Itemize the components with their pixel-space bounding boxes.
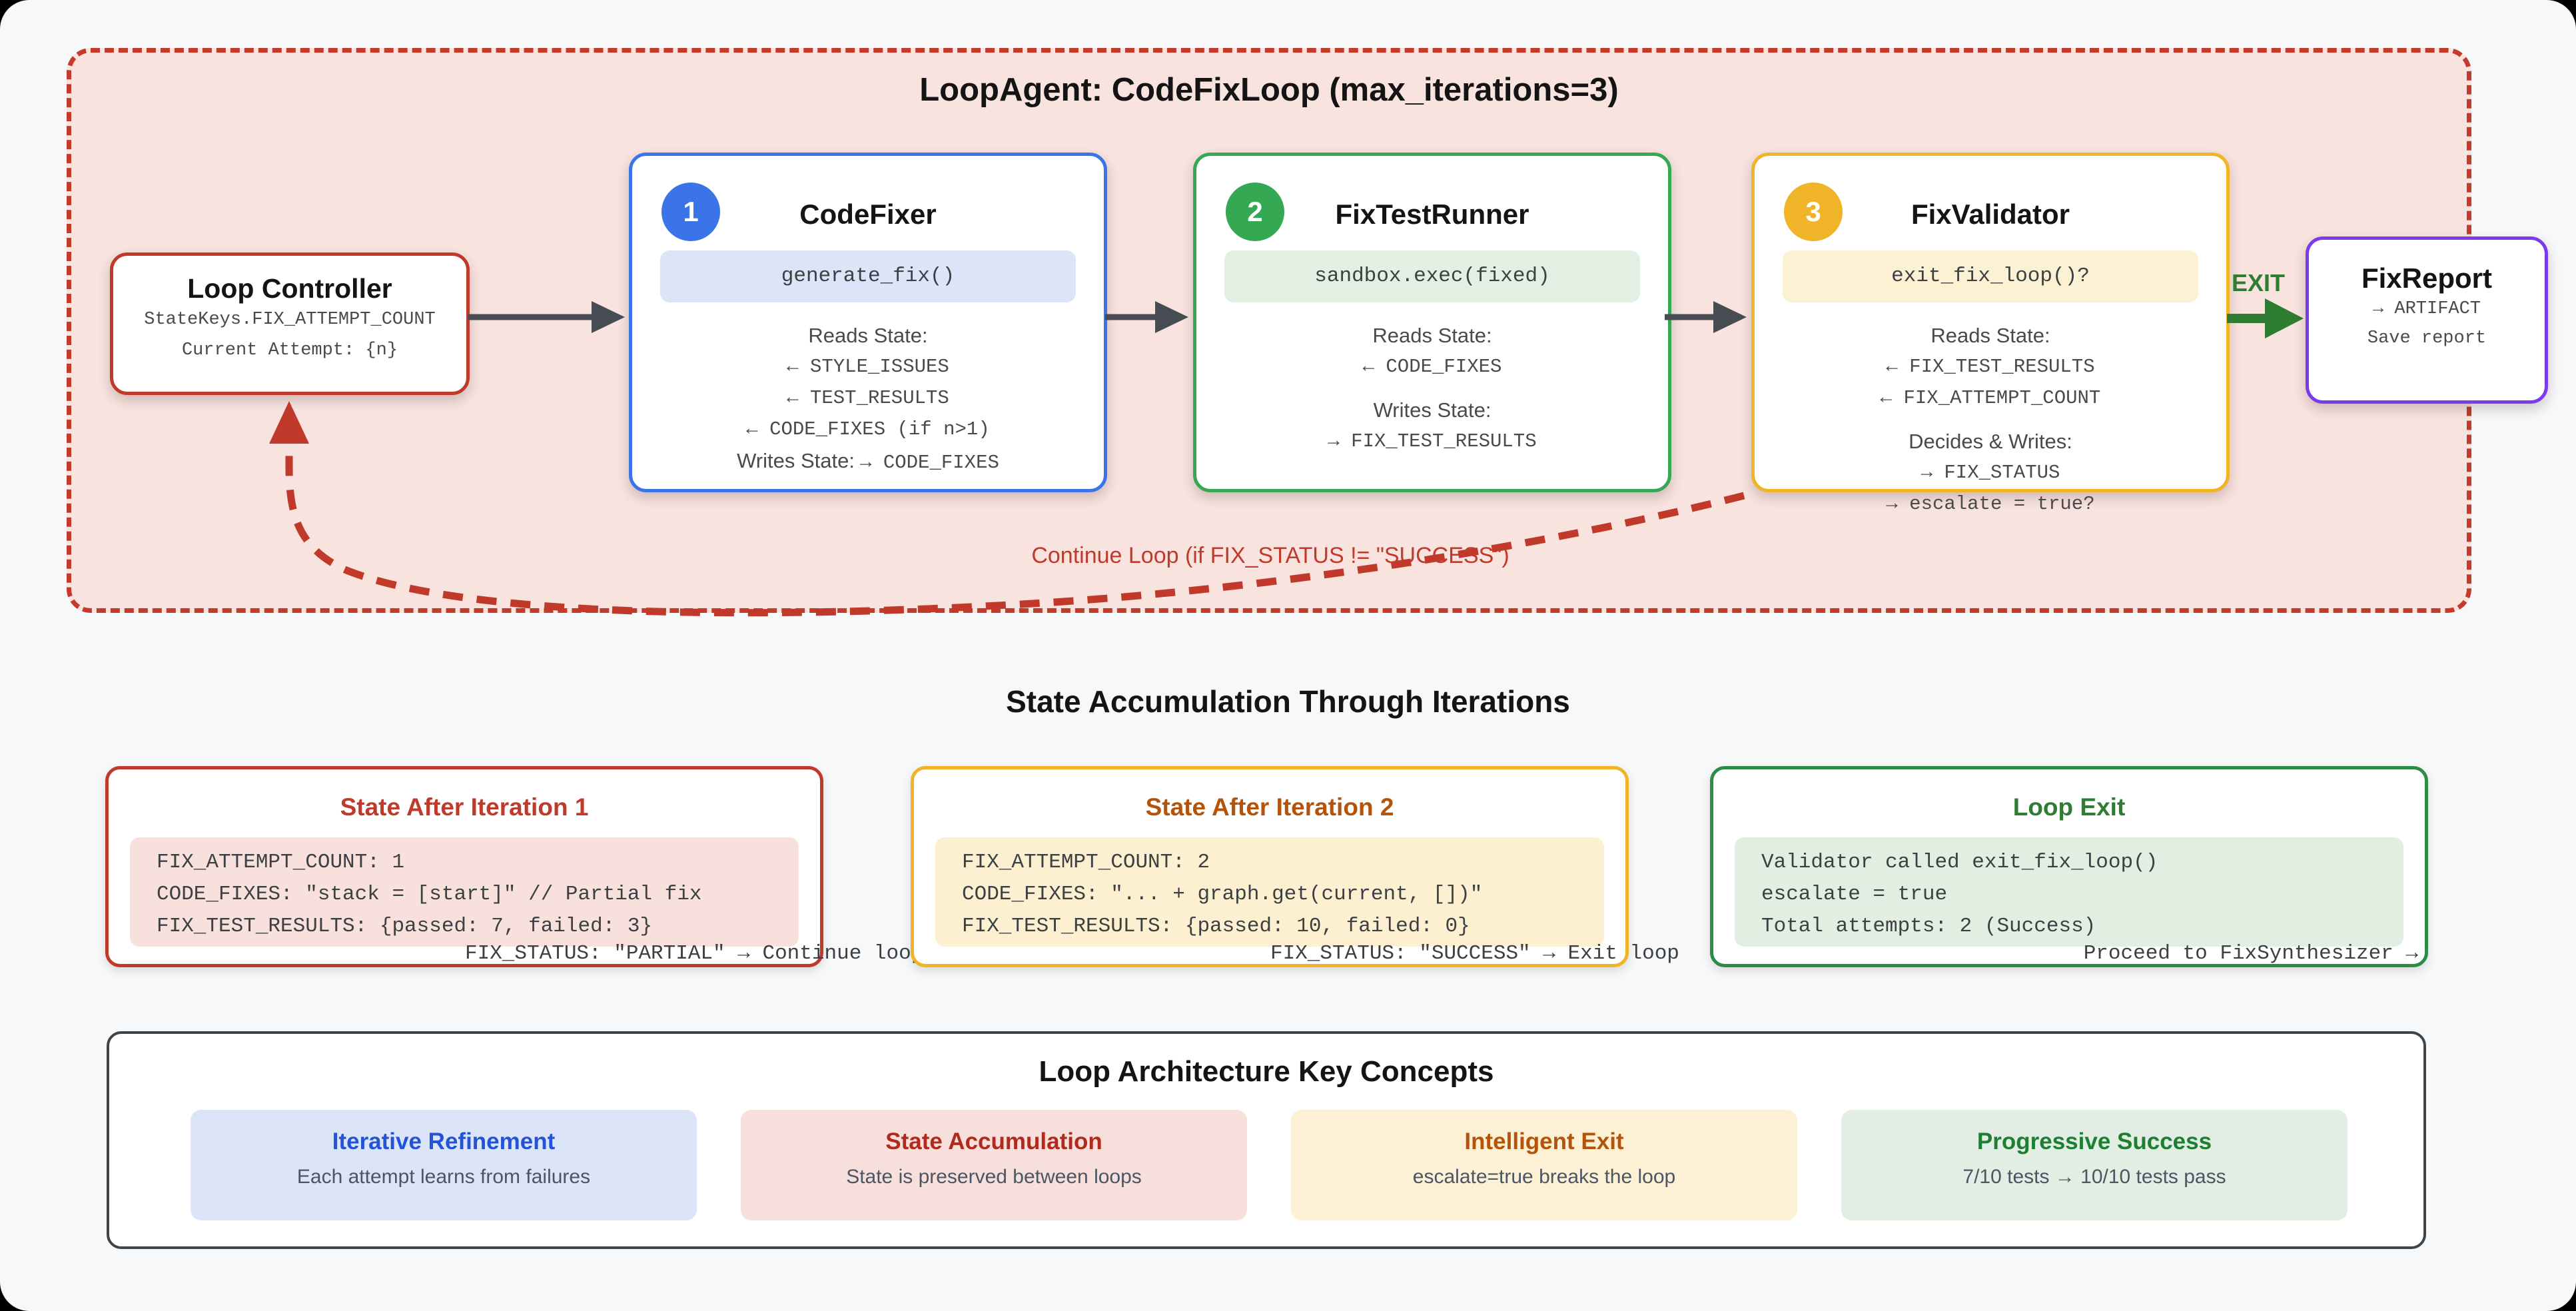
agent-title-codefixer: CodeFixer (799, 199, 937, 230)
state-line: FIX_ATTEMPT_COUNT: 2 (962, 851, 1210, 874)
agent-node-fixvalidator: 3 FixValidator exit_fix_loop()? Reads St… (1751, 153, 2230, 515)
state-line: Validator called exit_fix_loop() (1761, 851, 2158, 874)
concept-iterative-refinement: Iterative Refinement Each attempt learns… (191, 1110, 697, 1220)
concept-title: Iterative Refinement (332, 1128, 556, 1154)
state-line: FIX_TEST_RESULTS: {passed: 10, failed: 0… (962, 915, 1470, 938)
loop-controller-attempt: Current Attempt: {n} (181, 340, 398, 360)
step-badge-2: 2 (1226, 183, 1284, 241)
reads-item: ← FIX_ATTEMPT_COUNT (1880, 387, 2101, 409)
writes-label: Writes State: (737, 449, 855, 472)
state-card-title: State After Iteration 1 (340, 793, 589, 821)
state-status-line: FIX_STATUS: "PARTIAL" → Continue loop (465, 942, 924, 965)
state-line: FIX_ATTEMPT_COUNT: 1 (157, 851, 405, 874)
state-card-iteration-2: State After Iteration 2 FIX_ATTEMPT_COUN… (911, 766, 1679, 967)
state-card-title: State After Iteration 2 (1145, 793, 1394, 821)
concept-desc: State is preserved between loops (846, 1166, 1142, 1188)
state-card-title: Loop Exit (2012, 793, 2126, 821)
state-line: Total attempts: 2 (Success) (1761, 915, 2096, 938)
state-card-iteration-1: State After Iteration 1 FIX_ATTEMPT_COUN… (105, 766, 923, 967)
writes-inline: Writes State: → CODE_FIXES (632, 445, 1104, 478)
continue-loop-label: Continue Loop (if FIX_STATUS != "SUCCESS… (1031, 543, 1509, 568)
concept-title: State Accumulation (885, 1128, 1102, 1154)
state-section-heading: State Accumulation Through Iterations (1006, 684, 1570, 719)
writes-label: Writes State: (1373, 398, 1492, 422)
agent-title-fixtestrunner: FixTestRunner (1335, 199, 1529, 230)
concept-desc: Each attempt learns from failures (296, 1166, 591, 1188)
concept-intelligent-exit: Intelligent Exit escalate=true breaks th… (1291, 1110, 1797, 1220)
key-concepts-row: Iterative Refinement Each attempt learns… (191, 1110, 2348, 1220)
fixreport-save: Save report (2367, 328, 2487, 348)
agent-code-codefixer: generate_fix() (660, 250, 1076, 302)
fixreport-node: FixReport → ARTIFACT Save report (2306, 236, 2548, 404)
writes-item: → CODE_FIXES (860, 452, 999, 474)
agent-node-fixtestrunner: 2 FixTestRunner sandbox.exec(fixed) Read… (1193, 153, 1671, 492)
reads-item: ← TEST_RESULTS (787, 387, 949, 409)
key-concepts-panel: Loop Architecture Key Concepts Iterative… (107, 1031, 2426, 1249)
reads-label: Reads State: (1931, 324, 2050, 347)
concept-state-accumulation: State Accumulation State is preserved be… (741, 1110, 1247, 1220)
reads-item: ← FIX_TEST_RESULTS (1886, 356, 2095, 378)
concept-title: Intelligent Exit (1464, 1128, 1624, 1154)
writes-item: → escalate = true? (1886, 493, 2095, 515)
state-line: escalate = true (1761, 883, 1948, 906)
loop-agent-container: LoopAgent: CodeFixLoop (max_iterations=3… (67, 48, 2471, 613)
state-code-block: FIX_ATTEMPT_COUNT: 2 CODE_FIXES: "... + … (935, 837, 1604, 947)
spacer (1196, 382, 1668, 394)
writes-label: Decides & Writes: (1909, 430, 2072, 453)
key-concepts-title: Loop Architecture Key Concepts (1039, 1055, 1494, 1088)
state-status-line: FIX_STATUS: "SUCCESS" → Exit loop (1270, 942, 1679, 965)
agent-body-fixtestrunner: Reads State: ← CODE_FIXES Writes State: … (1196, 320, 1668, 457)
loop-controller-node: Loop Controller StateKeys.FIX_ATTEMPT_CO… (110, 252, 470, 395)
writes-item: → FIX_STATUS (1921, 462, 2060, 484)
agent-code-fixtestrunner: sandbox.exec(fixed) (1224, 250, 1640, 302)
loop-controller-statekey: StateKeys.FIX_ATTEMPT_COUNT (144, 310, 436, 330)
step-badge-3: 3 (1784, 183, 1843, 241)
agent-body-codefixer: Reads State: ← STYLE_ISSUES ← TEST_RESUL… (632, 320, 1104, 478)
writes-item: → FIX_TEST_RESULTS (1328, 430, 1537, 452)
state-line: CODE_FIXES: "stack = [start]" // Partial… (157, 883, 702, 906)
loop-controller-title: Loop Controller (187, 273, 392, 304)
agent-title-fixvalidator: FixValidator (1911, 199, 2070, 230)
reads-label: Reads State: (808, 324, 928, 347)
state-line: FIX_TEST_RESULTS: {passed: 7, failed: 3} (157, 915, 653, 938)
exit-label: EXIT (2231, 269, 2285, 296)
fixreport-artifact: → ARTIFACT (2372, 299, 2481, 319)
state-card-loop-exit: Loop Exit Validator called exit_fix_loop… (1710, 766, 2428, 967)
concept-desc: escalate=true breaks the loop (1412, 1166, 1676, 1188)
state-code-block: Validator called exit_fix_loop() escalat… (1735, 837, 2403, 947)
concept-desc: 7/10 tests → 10/10 tests pass (1962, 1166, 2226, 1188)
agent-body-fixvalidator: Reads State: ← FIX_TEST_RESULTS ← FIX_AT… (1755, 320, 2226, 520)
spacer (1755, 414, 2226, 426)
fixreport-title: FixReport (2361, 262, 2492, 294)
step-badge-1: 1 (661, 183, 720, 241)
loop-agent-title: LoopAgent: CodeFixLoop (max_iterations=3… (919, 72, 1619, 108)
reads-label: Reads State: (1372, 324, 1492, 347)
reads-item: ← CODE_FIXES (1362, 356, 1502, 378)
concept-title: Progressive Success (1976, 1128, 2212, 1154)
reads-item: ← STYLE_ISSUES (787, 356, 949, 378)
concept-progressive-success: Progressive Success 7/10 tests → 10/10 t… (1841, 1110, 2348, 1220)
state-code-block: FIX_ATTEMPT_COUNT: 1 CODE_FIXES: "stack … (130, 837, 799, 947)
state-line: CODE_FIXES: "... + graph.get(current, []… (962, 883, 1483, 906)
reads-item: ← CODE_FIXES (if n>1) (746, 418, 990, 440)
state-status-line: Proceed to FixSynthesizer → (2083, 942, 2418, 965)
agent-node-codefixer: 1 CodeFixer generate_fix() Reads State: … (629, 153, 1107, 492)
agent-code-fixvalidator: exit_fix_loop()? (1783, 250, 2198, 302)
